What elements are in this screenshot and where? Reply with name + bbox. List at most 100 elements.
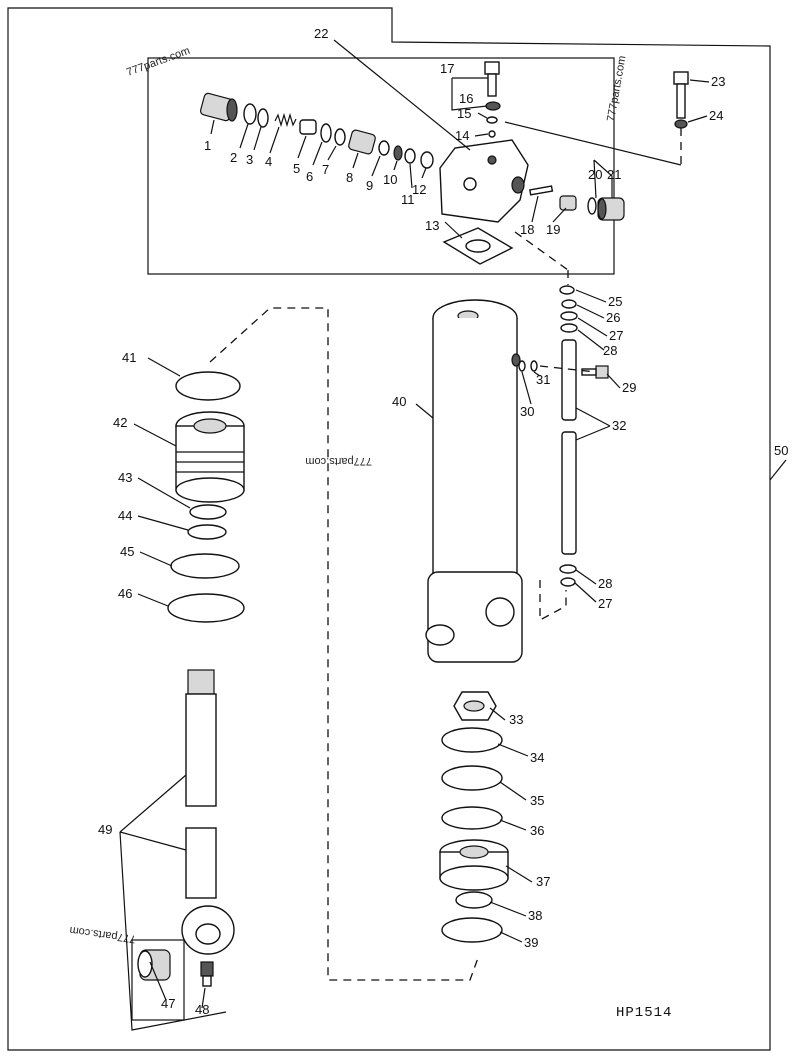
part-41-ring [175, 371, 241, 401]
callout-40: 40 [392, 394, 406, 409]
callout-41: 41 [122, 350, 136, 365]
part-6-ring [320, 123, 332, 143]
callout-38: 38 [528, 908, 542, 923]
part-3-ring [257, 108, 269, 128]
watermark-1: 777parts.com [125, 45, 192, 79]
part-44-seal [187, 524, 227, 540]
callout-46: 46 [118, 586, 132, 601]
part-14-ball [488, 130, 496, 138]
part-33-nut [453, 691, 497, 721]
part-45-ring [170, 553, 240, 579]
part-29-bolt [581, 365, 609, 379]
callout-39: 39 [524, 935, 538, 950]
part-4-spring [274, 112, 297, 128]
part-1-fitting [199, 92, 238, 122]
part-26-washer [561, 299, 577, 309]
part-20-seal [587, 197, 597, 215]
callout-13: 13 [425, 218, 439, 233]
callout-3: 3 [246, 152, 253, 167]
callout-28-lower: 28 [598, 576, 612, 591]
assembly-frame [7, 7, 771, 1051]
valve-parts [199, 61, 689, 265]
callout-25: 25 [608, 294, 622, 309]
callout-16: 16 [459, 91, 473, 106]
callout-48: 48 [195, 1002, 209, 1017]
part-40-cylinder-barrel [425, 299, 523, 663]
callout-45: 45 [120, 544, 134, 559]
part-47-bushing [137, 949, 171, 981]
part-10-seal [393, 145, 403, 161]
part-7-ring [334, 128, 346, 146]
callout-18: 18 [520, 222, 534, 237]
callout-37: 37 [536, 874, 550, 889]
part-39-oring [441, 917, 503, 943]
part-15-washer [486, 116, 498, 124]
part-46-ring [167, 593, 245, 623]
part-9-seal [378, 140, 390, 156]
part-42-piston [175, 411, 245, 503]
callout-21: 21 [607, 167, 621, 182]
callout-50: 50 [774, 443, 788, 458]
callout-29: 29 [622, 380, 636, 395]
part-23-bolt [673, 71, 689, 119]
callout-35: 35 [530, 793, 544, 808]
part-43-seal [189, 504, 227, 520]
part-27-oring-bottom [560, 577, 576, 587]
callout-36: 36 [530, 823, 544, 838]
part-25-fitting [559, 285, 575, 295]
watermark-2: 777parts.com [605, 55, 628, 123]
callout-17: 17 [440, 61, 454, 76]
callout-22: 22 [314, 26, 328, 41]
part-32-tube [561, 339, 577, 555]
callout-26: 26 [606, 310, 620, 325]
callout-5: 5 [293, 161, 300, 176]
drawing-code: HP1514 [616, 1005, 672, 1021]
part-19-insert [559, 195, 577, 211]
callout-43: 43 [118, 470, 132, 485]
callout-34: 34 [530, 750, 544, 765]
callout-27: 27 [609, 328, 623, 343]
callout-1: 1 [204, 138, 211, 153]
callout-12: 12 [412, 182, 426, 197]
callout-23: 23 [711, 74, 725, 89]
part-16-washer [485, 101, 501, 111]
callout-24: 24 [709, 108, 723, 123]
callout-33: 33 [509, 712, 523, 727]
callout-44: 44 [118, 508, 132, 523]
part-21-plug [597, 197, 625, 221]
callout-14: 14 [455, 128, 469, 143]
callout-11: 11 [401, 192, 415, 207]
callout-47: 47 [161, 996, 175, 1011]
part-8-spool [348, 129, 376, 155]
part-24-nut [674, 119, 688, 129]
part-31-oring [530, 360, 538, 372]
leader-lines [133, 39, 787, 1009]
part-37-gland [439, 839, 509, 891]
callout-9: 9 [366, 178, 373, 193]
callout-2: 2 [230, 150, 237, 165]
part-34-ring [441, 727, 503, 753]
callout-6: 6 [306, 169, 313, 184]
callout-32: 32 [612, 418, 626, 433]
part-17-bolt [484, 61, 500, 97]
part-38-seal [455, 891, 493, 909]
part-28-washer-top [560, 323, 578, 333]
part-12-seal [420, 151, 434, 169]
callout-10: 10 [383, 172, 397, 187]
part-13-gasket [442, 227, 514, 265]
callout-42: 42 [113, 415, 127, 430]
part-49-rod [181, 669, 235, 955]
part-28-washer-bottom [559, 564, 577, 574]
callout-31: 31 [536, 372, 550, 387]
callout-49: 49 [98, 822, 112, 837]
callout-30: 30 [520, 404, 534, 419]
callout-27-lower: 27 [598, 596, 612, 611]
part-11-seal [404, 148, 416, 164]
callout-labels: 1 2 3 4 5 6 7 8 9 10 11 12 13 14 15 16 1… [98, 26, 788, 1017]
callout-28: 28 [603, 343, 617, 358]
part-27-oring-top [560, 311, 578, 321]
part-48-grease-fitting [200, 961, 214, 987]
callout-20: 20 [588, 167, 602, 182]
part-30-oring [518, 360, 526, 372]
